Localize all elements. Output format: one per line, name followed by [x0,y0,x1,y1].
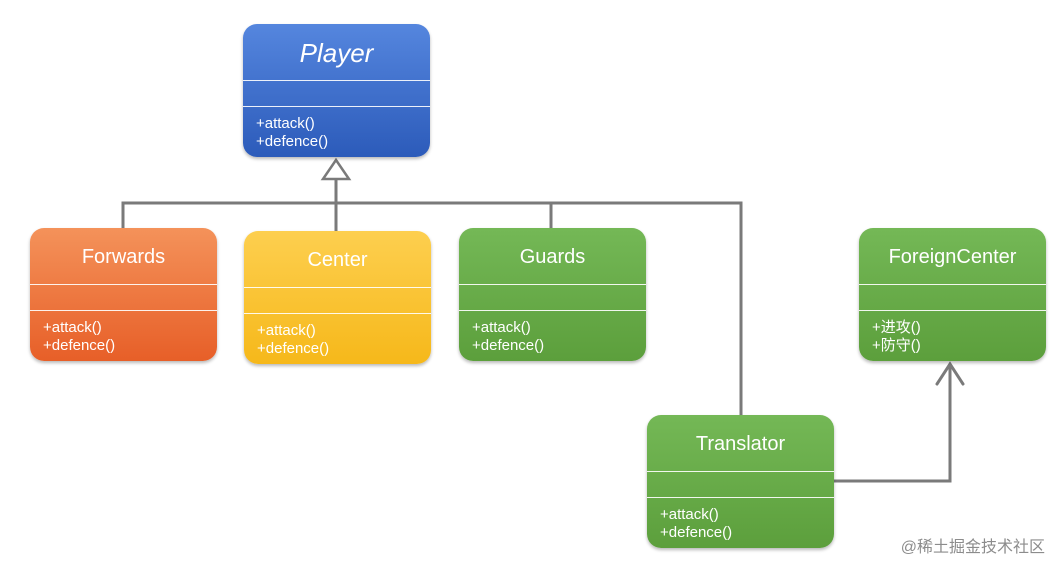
class-box-foreign-center: ForeignCenter +进攻() +防守() [859,228,1046,361]
generalization-arrowhead-icon [320,157,352,181]
class-box-guards: Guards +attack() +defence() [459,228,646,361]
watermark: @稀土掘金技术社区 [900,539,1045,556]
class-name: Player [299,38,374,68]
method-item: +attack() [660,506,719,523]
method-item: +attack() [257,322,316,339]
class-name: ForeignCenter [888,246,1017,268]
methods-compartment: +attack() +defence() [459,310,646,355]
methods-compartment: +attack() +defence() [30,310,217,355]
attributes-compartment [647,471,834,497]
method-item: +defence() [256,133,329,150]
attributes-compartment [859,284,1046,310]
method-item: +defence() [257,340,330,357]
methods-compartment: +attack() +defence() [243,106,430,151]
method-item: +attack() [256,115,315,132]
attributes-compartment [243,80,430,106]
method-item: +attack() [472,319,531,336]
method-item: +防守() [872,337,921,354]
class-box-translator: Translator +attack() +defence() [647,415,834,548]
method-item: +进攻() [872,319,921,336]
class-box-forwards: Forwards +attack() +defence() [30,228,217,361]
method-item: +defence() [660,524,733,541]
methods-compartment: +attack() +defence() [647,497,834,542]
class-box-center: Center +attack() +defence() [244,231,431,364]
class-box-player: Player +attack() +defence() [243,24,430,157]
attributes-compartment [30,284,217,310]
method-item: +defence() [472,337,545,354]
class-name: Translator [695,433,786,455]
association-connector [832,364,952,483]
attributes-compartment [459,284,646,310]
attributes-compartment [244,287,431,313]
class-name: Forwards [81,246,166,268]
method-item: +attack() [43,319,102,336]
class-name: Guards [519,246,586,268]
class-name: Center [307,249,368,271]
methods-compartment: +进攻() +防守() [859,310,1046,355]
method-item: +defence() [43,337,116,354]
methods-compartment: +attack() +defence() [244,313,431,358]
association-arrowhead-icon [935,361,965,386]
